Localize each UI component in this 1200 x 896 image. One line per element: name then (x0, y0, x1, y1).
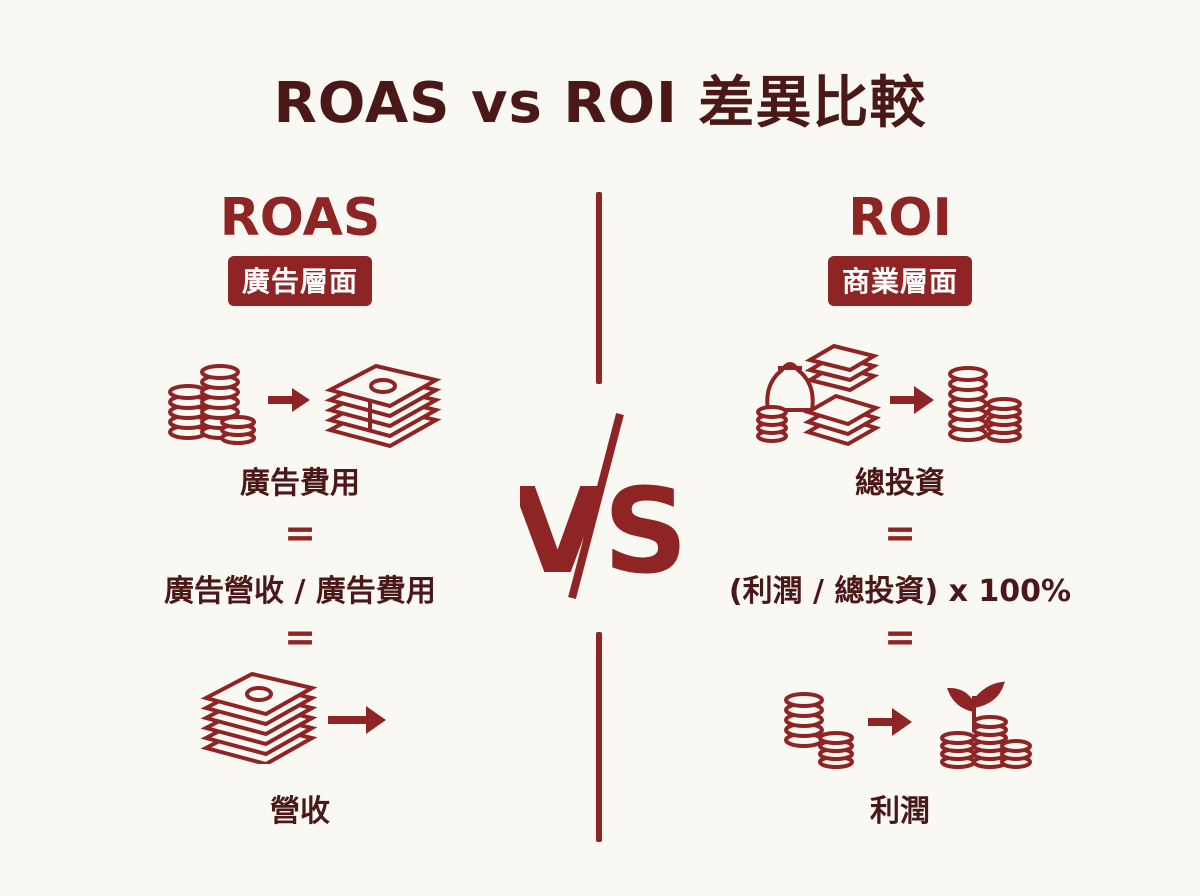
roi-input-icons (640, 340, 1160, 447)
roi-equals-1: = (884, 511, 916, 555)
divider-bottom (596, 632, 602, 842)
cash-stack-icon (324, 363, 442, 449)
cash-stack-icon (200, 671, 318, 764)
plant-coins-icon (940, 681, 1032, 769)
arrow-right-icon (268, 388, 310, 412)
arrow-right-icon (890, 386, 934, 414)
roas-input-icons (40, 350, 560, 450)
roi-formula: (利潤 / 總投資) x 100% (728, 574, 1072, 609)
roas-formula: 廣告營收 / 廣告費用 (164, 574, 436, 609)
roi-column: ROI 商業層面 (640, 0, 1160, 896)
roi-heading: ROI (848, 188, 952, 248)
roas-scope-badge: 廣告層面 (227, 256, 372, 306)
vs-mark: VS (512, 410, 688, 610)
roas-column: ROAS 廣告層面 (40, 0, 560, 896)
roi-scope-badge: 商業層面 (827, 256, 972, 306)
coin-stacks-icon (784, 692, 854, 769)
money-bag-icon (756, 343, 882, 447)
roi-output-icons (640, 672, 1160, 772)
roi-output-label: 利潤 (870, 794, 930, 829)
roas-input-label: 廣告費用 (240, 466, 360, 501)
vs-text: VS (520, 462, 680, 600)
roas-output-icons (40, 664, 560, 764)
arrow-right-icon (328, 706, 386, 734)
roas-output-label: 營收 (270, 794, 330, 829)
coin-stacks-icon (948, 366, 1022, 443)
page-title: ROAS vs ROI 差異比較 (273, 71, 927, 136)
roas-equals-2: = (284, 615, 316, 659)
roi-input-label: 總投資 (855, 466, 945, 501)
roi-equals-2: = (884, 615, 916, 659)
roas-heading: ROAS (219, 188, 381, 248)
divider-top (596, 192, 602, 384)
arrow-right-icon (868, 708, 912, 736)
roas-equals-1: = (284, 511, 316, 555)
coin-stacks-icon (168, 364, 256, 445)
